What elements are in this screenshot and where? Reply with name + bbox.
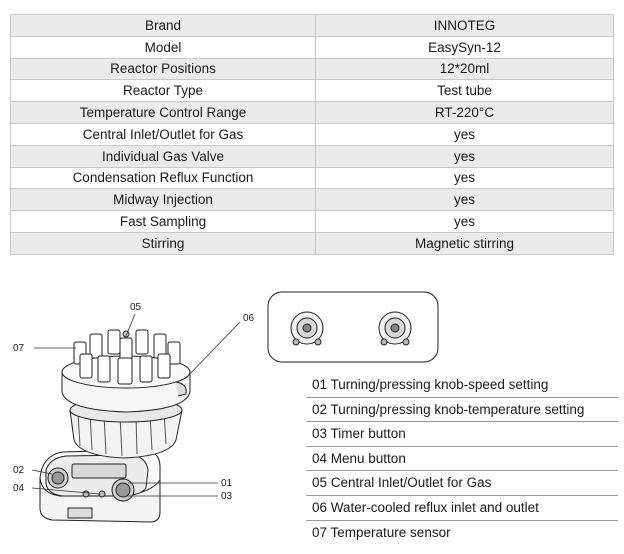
legend-item: 05 Central Inlet/Outlet for Gas [306,471,618,496]
spec-label: Temperature Control Range [10,101,316,124]
spec-value: yes [315,144,614,168]
reflux-port-icon [378,311,412,346]
callout-04: 04 [13,483,25,494]
legend-item: 06 Water-cooled reflux inlet and outlet [306,496,618,521]
tube-caps [73,329,181,385]
knob-inset [267,291,439,363]
legend-item: 01 Turning/pressing knob-speed setting [306,373,618,398]
spec-label: Reactor Positions [10,57,316,81]
spec-value: yes [315,188,614,212]
callout-02: 02 [13,465,25,476]
spec-value: INNOTEG [315,14,614,37]
spec-value: RT-220°C [315,101,614,124]
spec-label: Stirring [10,231,316,255]
spec-label: Fast Sampling [10,210,316,233]
spec-value: yes [315,166,614,190]
spec-label: Brand [10,14,316,37]
control-panel [45,454,149,502]
callout-07: 07 [13,343,25,354]
spec-label: Midway Injection [10,188,316,212]
spec-value: 12*20ml [315,57,614,81]
reflux-port-icon [290,311,324,346]
legend-item: 04 Menu button [306,447,618,472]
spec-value: Magnetic stirring [315,231,614,255]
legend-item: 03 Timer button [306,422,618,447]
legend-item: 07 Temperature sensor [312,524,451,540]
callout-06: 06 [243,313,255,324]
component-legend: 01 Turning/pressing knob-speed setting 0… [306,373,618,545]
legend-item: 02 Turning/pressing knob-temperature set… [306,398,618,423]
spec-value: yes [315,210,614,233]
spec-label: Central Inlet/Outlet for Gas [10,122,316,146]
spec-label: Reactor Type [10,79,316,103]
callout-leaders [31,313,241,497]
spec-label: Individual Gas Valve [10,144,316,168]
spec-label: Condensation Reflux Function [10,166,316,190]
spec-label: Model [10,35,316,59]
callout-03: 03 [221,491,233,502]
callout-05: 05 [130,302,142,313]
spec-value: Test tube [315,79,614,103]
callout-01: 01 [221,478,233,489]
